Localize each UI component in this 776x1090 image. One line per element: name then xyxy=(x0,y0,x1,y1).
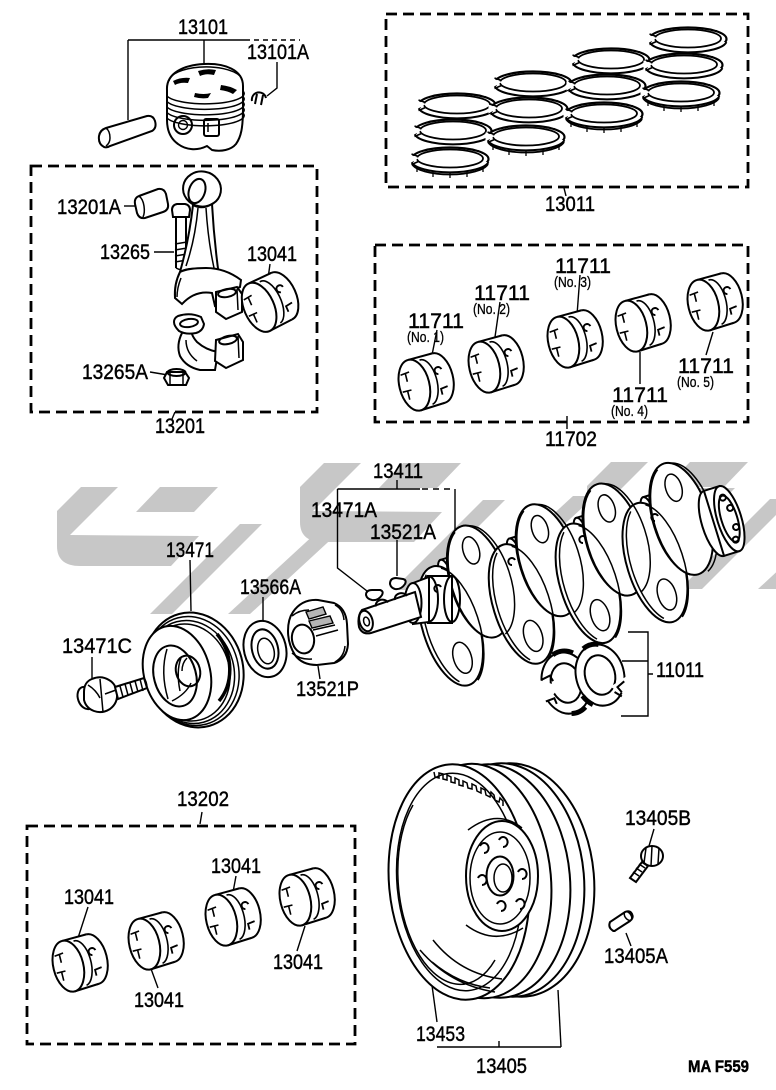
svg-text:13041: 13041 xyxy=(64,885,114,909)
svg-text:11711: 11711 xyxy=(612,383,668,407)
svg-text:13521P: 13521P xyxy=(296,677,359,701)
svg-text:13201: 13201 xyxy=(155,414,205,438)
svg-text:11702: 11702 xyxy=(545,427,597,451)
svg-text:13041: 13041 xyxy=(211,854,261,878)
svg-text:13521A: 13521A xyxy=(370,520,437,544)
svg-text:13265: 13265 xyxy=(100,240,150,264)
svg-text:MA F559: MA F559 xyxy=(688,1057,749,1076)
svg-text:13471: 13471 xyxy=(166,538,214,562)
svg-text:11711: 11711 xyxy=(474,281,530,305)
svg-text:13041: 13041 xyxy=(247,242,297,266)
svg-text:13405: 13405 xyxy=(476,1054,527,1078)
svg-text:11011: 11011 xyxy=(656,658,704,682)
svg-text:13101: 13101 xyxy=(178,15,228,39)
svg-text:11711: 11711 xyxy=(408,309,464,333)
svg-text:(No. 3): (No. 3) xyxy=(554,275,591,291)
svg-text:13041: 13041 xyxy=(273,950,323,974)
svg-text:13411: 13411 xyxy=(373,459,423,483)
svg-text:13041: 13041 xyxy=(134,988,184,1012)
svg-text:11711: 11711 xyxy=(555,254,611,278)
svg-text:13405B: 13405B xyxy=(625,806,691,830)
svg-text:13011: 13011 xyxy=(545,192,595,216)
svg-text:13202: 13202 xyxy=(177,787,229,811)
svg-text:13471C: 13471C xyxy=(62,634,132,658)
svg-text:13566A: 13566A xyxy=(240,575,302,599)
svg-text:(No. 5): (No. 5) xyxy=(677,375,714,391)
svg-text:13405A: 13405A xyxy=(604,944,669,968)
svg-text:13453: 13453 xyxy=(416,1022,465,1046)
svg-text:13471A: 13471A xyxy=(311,498,378,522)
svg-text:(No. 1): (No. 1) xyxy=(407,330,444,346)
svg-text:13201A: 13201A xyxy=(57,195,122,219)
svg-text:11711: 11711 xyxy=(678,354,734,378)
svg-text:(No. 2): (No. 2) xyxy=(473,302,510,318)
svg-text:13101A: 13101A xyxy=(247,40,310,64)
svg-text:13265A: 13265A xyxy=(82,360,149,384)
svg-text:(No. 4): (No. 4) xyxy=(611,404,648,420)
